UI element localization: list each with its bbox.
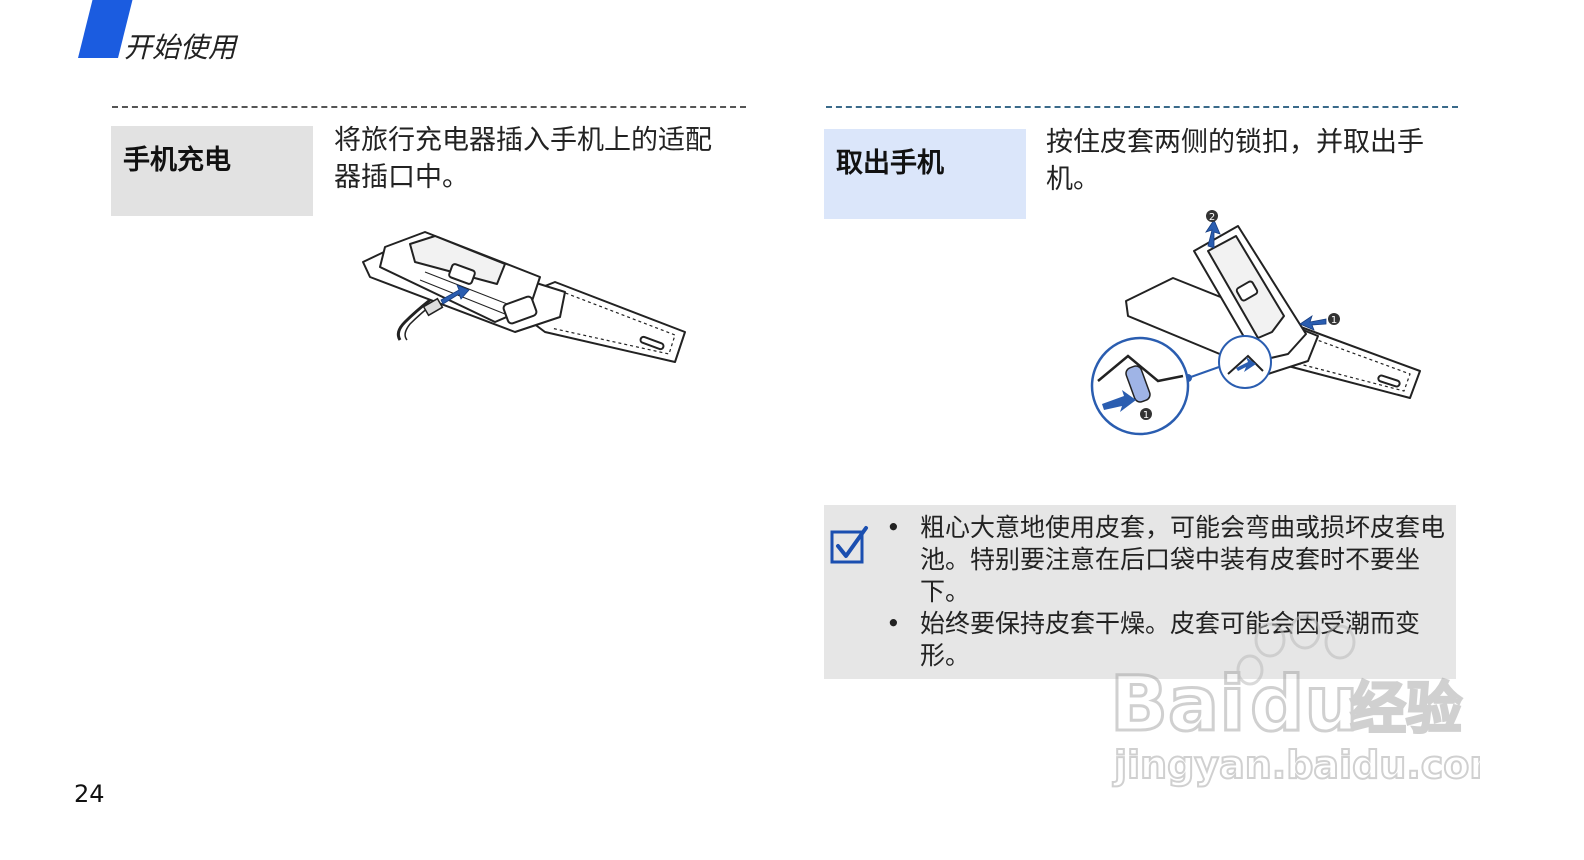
note-list: • 粗心大意地使用皮套，可能会弯曲或损坏皮套电池。特别要注意在后口袋中装有皮套时… (886, 512, 1446, 672)
step-2-badge (1206, 210, 1218, 222)
phone-charging-illustration (362, 231, 686, 363)
remove-phone-instruction: 按住皮套两侧的锁扣，并取出手机。 (1046, 127, 1424, 195)
section-label-charging: 手机充电 (111, 126, 313, 216)
section-label-remove-phone: 取出手机 (824, 129, 1026, 219)
list-item: • 始终要保持皮套干燥。皮套可能会因受潮而变形。 (886, 608, 1446, 672)
note-item-text: 始终要保持皮套干燥。皮套可能会因受潮而变形。 (920, 609, 1421, 670)
detail-step-1-number: 1 (1143, 410, 1149, 421)
note-item-text: 粗心大意地使用皮套，可能会弯曲或损坏皮套电池。特别要注意在后口袋中装有皮套时不要… (920, 513, 1446, 606)
charging-instruction: 将旅行充电器插入手机上的适配器插口中。 (334, 125, 712, 193)
baidu-watermark: Bai du 经验 jingyan.baidu.com (1109, 614, 1480, 788)
checkmark-note-icon (830, 526, 868, 564)
step-1-number: 1 (1331, 315, 1337, 326)
step-2-number: 2 (1209, 212, 1215, 223)
watermark-bai: Bai (1110, 659, 1245, 748)
watermark-du: du (1250, 659, 1359, 748)
watermark-jingyan: 经验 (1350, 677, 1462, 742)
page-title: 开始使用 (124, 31, 237, 64)
page-number: 24 (74, 780, 105, 808)
section-divider-left (112, 106, 746, 108)
list-item: • 粗心大意地使用皮套，可能会弯曲或损坏皮套电池。特别要注意在后口袋中装有皮套时… (886, 512, 1446, 608)
section-divider-right (826, 106, 1458, 108)
step-1-badge (1328, 313, 1340, 325)
bullet: • (886, 513, 901, 542)
bullet: • (886, 609, 901, 638)
watermark-url: jingyan.baidu.com (1112, 743, 1480, 787)
phone-removal-illustration: 2 1 1 (1090, 210, 1421, 436)
